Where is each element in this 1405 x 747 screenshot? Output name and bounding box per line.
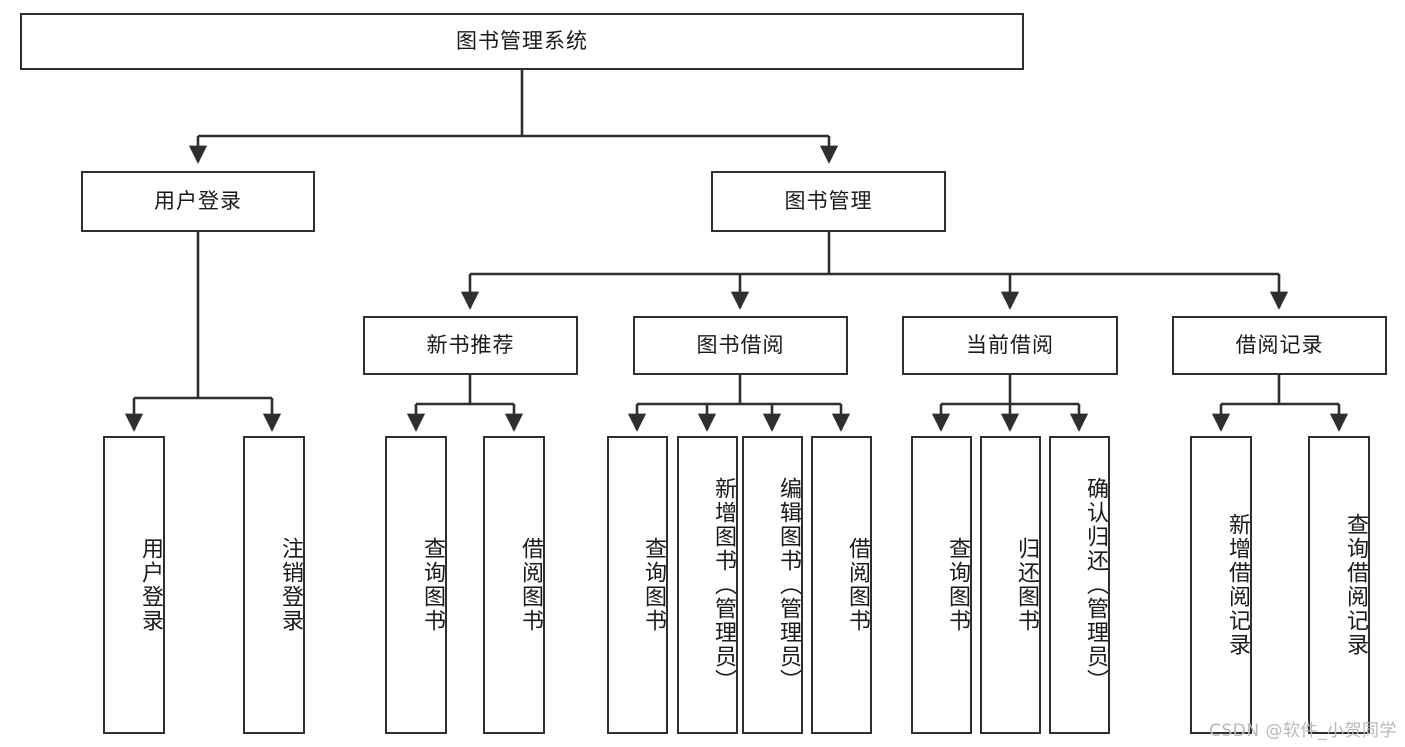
node-root[interactable]: 图书管理系统 <box>20 13 1024 70</box>
leaf-borrow-lend[interactable]: 借阅图书 <box>811 436 872 734</box>
leaf-cur-return-label: 归还图书 <box>1014 537 1039 633</box>
leaf-borrow-add[interactable]: 新增图书（管理员） <box>677 436 738 734</box>
leaf-rec-search[interactable]: 查询借阅记录 <box>1308 436 1370 734</box>
node-borrow-record-label: 借阅记录 <box>1235 333 1324 357</box>
leaf-borrow-query[interactable]: 查询图书 <box>607 436 668 734</box>
node-user-login[interactable]: 用户登录 <box>81 171 315 232</box>
leaf-rec-query-label: 查询图书 <box>420 537 445 633</box>
leaf-user-logout-label: 注销登录 <box>278 537 303 633</box>
node-book-manage[interactable]: 图书管理 <box>711 171 946 232</box>
node-new-book-rec[interactable]: 新书推荐 <box>363 316 578 375</box>
watermark-text: CSDN @软件_小贺同学 <box>1209 721 1397 741</box>
leaf-rec-add-label: 新增借阅记录 <box>1225 513 1250 657</box>
node-book-manage-label: 图书管理 <box>784 189 873 213</box>
leaf-cur-query[interactable]: 查询图书 <box>911 436 972 734</box>
node-new-book-rec-label: 新书推荐 <box>426 333 515 357</box>
leaf-rec-borrow[interactable]: 借阅图书 <box>483 436 545 734</box>
leaf-cur-query-label: 查询图书 <box>945 537 970 633</box>
leaf-cur-confirm[interactable]: 确认归还（管理员） <box>1049 436 1110 734</box>
leaf-cur-confirm-label: 确认归还（管理员） <box>1083 477 1108 693</box>
leaf-cur-return[interactable]: 归还图书 <box>980 436 1041 734</box>
leaf-user-logout[interactable]: 注销登录 <box>243 436 305 734</box>
leaf-user-login[interactable]: 用户登录 <box>103 436 165 734</box>
leaf-rec-query[interactable]: 查询图书 <box>385 436 447 734</box>
leaf-rec-search-label: 查询借阅记录 <box>1343 513 1368 657</box>
node-current-borrow[interactable]: 当前借阅 <box>902 316 1118 375</box>
leaf-borrow-query-label: 查询图书 <box>641 537 666 633</box>
leaf-rec-borrow-label: 借阅图书 <box>518 537 543 633</box>
node-book-borrow-label: 图书借阅 <box>696 333 785 357</box>
node-root-label: 图书管理系统 <box>456 29 588 53</box>
node-borrow-record[interactable]: 借阅记录 <box>1172 316 1387 375</box>
leaf-borrow-edit[interactable]: 编辑图书（管理员） <box>742 436 803 734</box>
leaf-borrow-add-label: 新增图书（管理员） <box>711 477 736 693</box>
leaf-rec-add[interactable]: 新增借阅记录 <box>1190 436 1252 734</box>
leaf-user-login-label: 用户登录 <box>138 537 163 633</box>
leaf-borrow-lend-label: 借阅图书 <box>845 537 870 633</box>
node-user-login-label: 用户登录 <box>154 189 242 213</box>
node-current-borrow-label: 当前借阅 <box>966 333 1054 357</box>
leaf-borrow-edit-label: 编辑图书（管理员） <box>776 477 801 693</box>
node-book-borrow[interactable]: 图书借阅 <box>633 316 848 375</box>
